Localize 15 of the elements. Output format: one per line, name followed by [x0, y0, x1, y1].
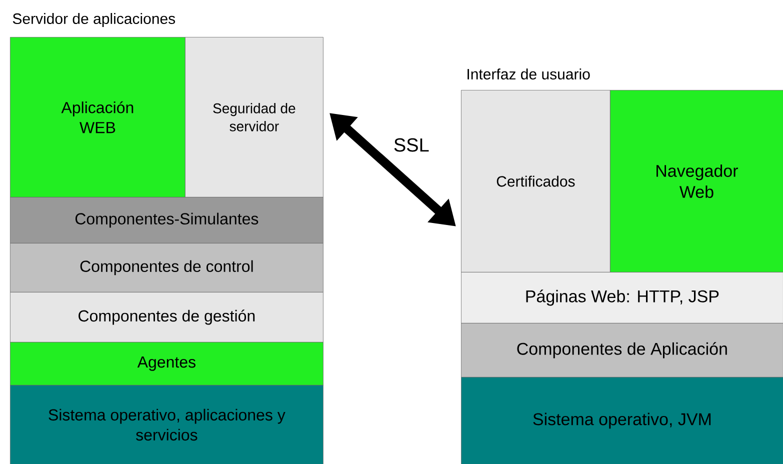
- stack-heading: Interfaz de usuario: [468, 68, 590, 80]
- layer-box: Componentes de control: [10, 243, 324, 292]
- edge-label: SSL: [394, 138, 429, 152]
- layer-box: Sistema operativo, aplicaciones y servicios: [10, 385, 324, 464]
- layer-box: Componentes de Aplicación: [461, 323, 783, 378]
- layer-box: Navegador Web: [610, 90, 783, 272]
- layer-box: Aplicación WEB: [10, 37, 186, 198]
- layer-box: Seguridad de servidor: [185, 37, 324, 198]
- layer-box: Componentes-Simulantes: [10, 197, 324, 244]
- layer-box: Páginas Web: HTTP, JSP: [461, 272, 783, 324]
- layer-box: Sistema operativo, JVM: [461, 377, 783, 464]
- stack-heading: Servidor de aplicaciones: [12, 13, 176, 27]
- layer-box: Certificados: [461, 90, 610, 272]
- layer-box: Componentes de gestión: [10, 292, 324, 342]
- layer-box: Agentes: [10, 342, 324, 386]
